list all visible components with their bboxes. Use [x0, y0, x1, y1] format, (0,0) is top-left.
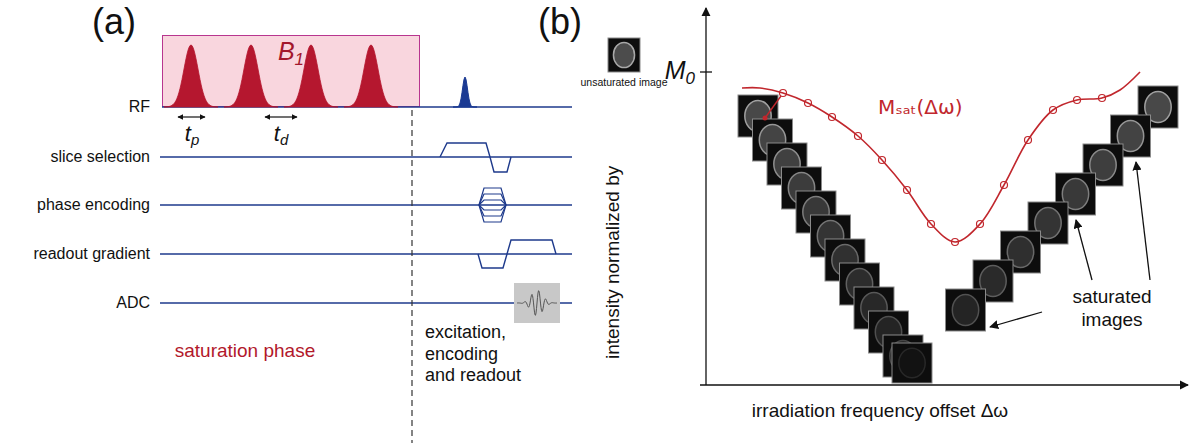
channel-baseline	[160, 253, 572, 254]
mr-image	[608, 38, 640, 72]
mr-image	[892, 343, 932, 383]
axis-tick	[700, 71, 712, 72]
adc-window	[514, 283, 560, 323]
data-point	[904, 187, 911, 194]
z-spectrum-curve	[742, 72, 1140, 242]
data-point	[1050, 107, 1057, 114]
image-anatomy	[613, 42, 634, 67]
leader-line	[765, 96, 781, 118]
data-point	[977, 221, 984, 228]
box-label: B1	[163, 38, 419, 70]
image-anatomy	[899, 348, 925, 378]
duration-arrow	[178, 116, 205, 117]
data-point	[928, 221, 935, 228]
phase-gradient-step	[479, 200, 506, 205]
phase-label: saturation phase	[175, 340, 316, 363]
excitation-pulse	[453, 77, 477, 107]
phase-gradient-step	[479, 205, 506, 216]
data-point	[952, 239, 959, 246]
image-frame	[946, 289, 986, 331]
data-point	[780, 90, 787, 97]
saturation-pulse	[284, 45, 338, 107]
annotation-arrow	[1136, 162, 1150, 280]
channel-name: slice selection	[50, 147, 150, 166]
image-caption: unsaturated image	[581, 76, 668, 89]
data-point	[879, 157, 886, 164]
axis-tick-label: M0	[665, 55, 695, 89]
data-point	[805, 100, 812, 107]
data-point	[1099, 95, 1106, 102]
mr-image	[946, 289, 986, 331]
data-point	[1025, 137, 1032, 144]
phase-divider	[411, 110, 412, 443]
image-frame	[892, 343, 932, 383]
duration-arrow	[265, 116, 297, 117]
channel-name: readout gradient	[33, 244, 150, 263]
readout-gradient	[478, 240, 556, 268]
annotation-arrow	[990, 312, 1042, 327]
x-axis	[700, 384, 1188, 385]
z-spectrum	[608, 8, 1188, 385]
phase-gradient-step	[479, 205, 506, 210]
channel-name: ADC	[116, 293, 150, 312]
panel-letter: (b)	[538, 0, 582, 43]
image-anatomy	[952, 294, 978, 325]
slice-gradient	[440, 143, 511, 172]
duration-label: tp	[185, 121, 199, 149]
data-point	[829, 114, 836, 121]
saturation-pulse	[344, 45, 398, 107]
pulse-sequence	[160, 45, 572, 443]
channel-name: phase encoding	[37, 195, 150, 214]
phase-gradient-step	[479, 205, 506, 222]
channel-name: RF	[129, 97, 150, 116]
saturation-pulse	[224, 45, 278, 107]
data-point	[1074, 97, 1081, 104]
phase-gradient-step	[479, 188, 506, 205]
channel-baseline	[160, 302, 572, 303]
duration-label: td	[274, 121, 288, 149]
panel-letter: (a)	[92, 0, 136, 43]
curve-label: Mₛₐₜ(Δω)	[878, 95, 962, 119]
channel-baseline	[160, 204, 572, 205]
leader-dot	[763, 116, 768, 121]
saturation-pulse	[164, 45, 218, 107]
image-frame	[608, 38, 640, 72]
axis-title: intensity normalized by	[603, 165, 626, 358]
axis-title: irradiation frequency offset Δω	[752, 400, 1008, 423]
echo-signal	[517, 291, 557, 315]
phase-label: excitation, encoding and readout	[425, 322, 533, 387]
data-point	[855, 133, 862, 140]
phase-gradient-step	[479, 194, 506, 205]
y-axis	[705, 8, 706, 385]
saturated-image-stack	[738, 86, 1178, 383]
annotation-text: saturated images	[1047, 286, 1177, 332]
data-point	[1001, 182, 1008, 189]
annotation-arrow	[1076, 220, 1092, 280]
